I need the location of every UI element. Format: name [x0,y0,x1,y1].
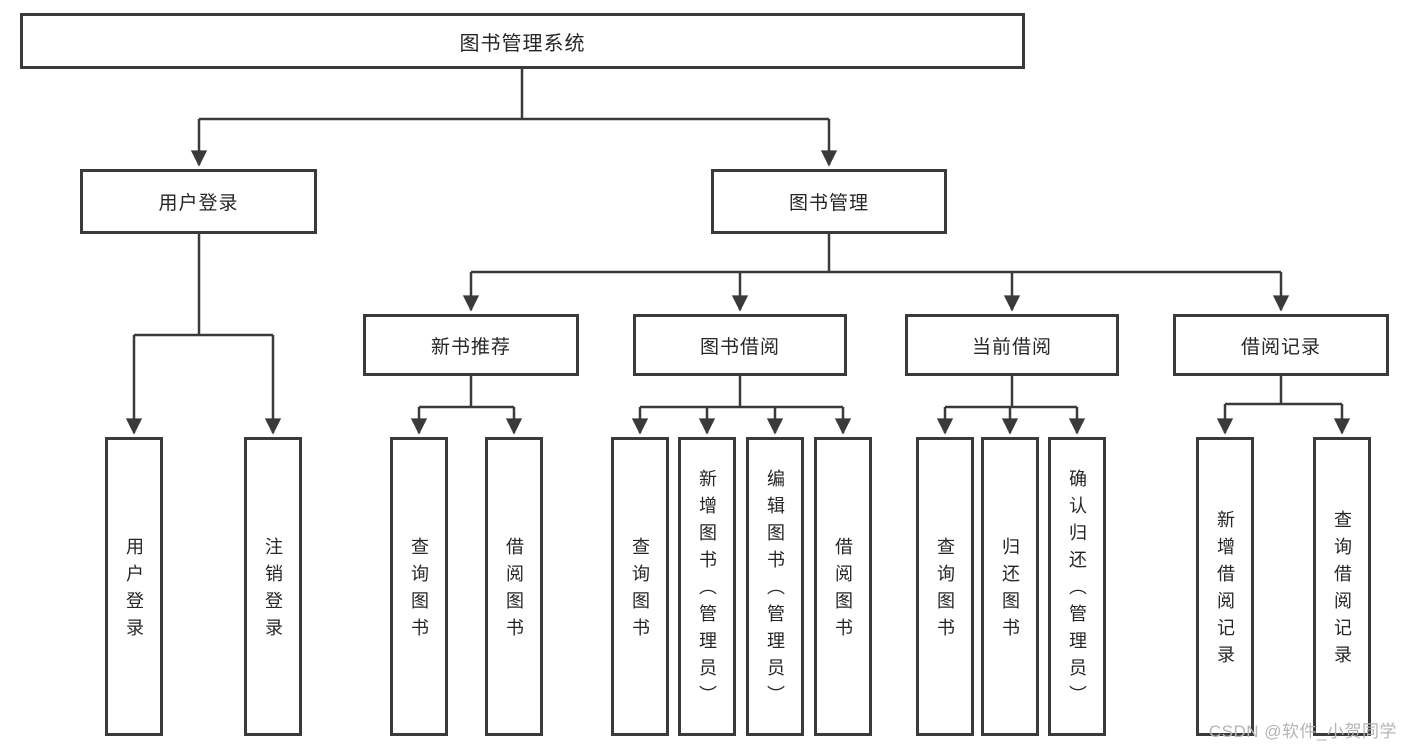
node-leaf-add-borrow-record: 新增借阅记录 [1196,437,1254,736]
node-leaf-borrow-books-1: 借阅图书 [485,437,543,736]
node-leaf-return-books: 归还图书 [981,437,1039,736]
node-leaf-add-books-admin: 新增图书（管理员） [678,437,736,736]
node-leaf-confirm-return-admin: 确认归还（管理员） [1048,437,1106,736]
node-book-borrowing: 图书借阅 [633,314,847,376]
node-new-book-recommendation: 新书推荐 [363,314,579,376]
node-current-borrowing: 当前借阅 [905,314,1119,376]
node-leaf-user-login: 用户登录 [105,437,163,736]
node-library-management-system: 图书管理系统 [20,13,1025,69]
node-leaf-query-books-1: 查询图书 [390,437,448,736]
node-leaf-edit-books-admin: 编辑图书（管理员） [746,437,804,736]
node-borrowing-records: 借阅记录 [1173,314,1389,376]
node-book-management: 图书管理 [711,169,947,234]
csdn-watermark: CSDN @软件_小贺同学 [1208,722,1397,741]
node-leaf-query-books-2: 查询图书 [611,437,669,736]
node-leaf-query-borrow-record: 查询借阅记录 [1313,437,1371,736]
node-leaf-logout: 注销登录 [244,437,302,736]
node-leaf-borrow-books-2: 借阅图书 [814,437,872,736]
node-user-login: 用户登录 [80,169,317,234]
node-leaf-query-books-3: 查询图书 [916,437,974,736]
